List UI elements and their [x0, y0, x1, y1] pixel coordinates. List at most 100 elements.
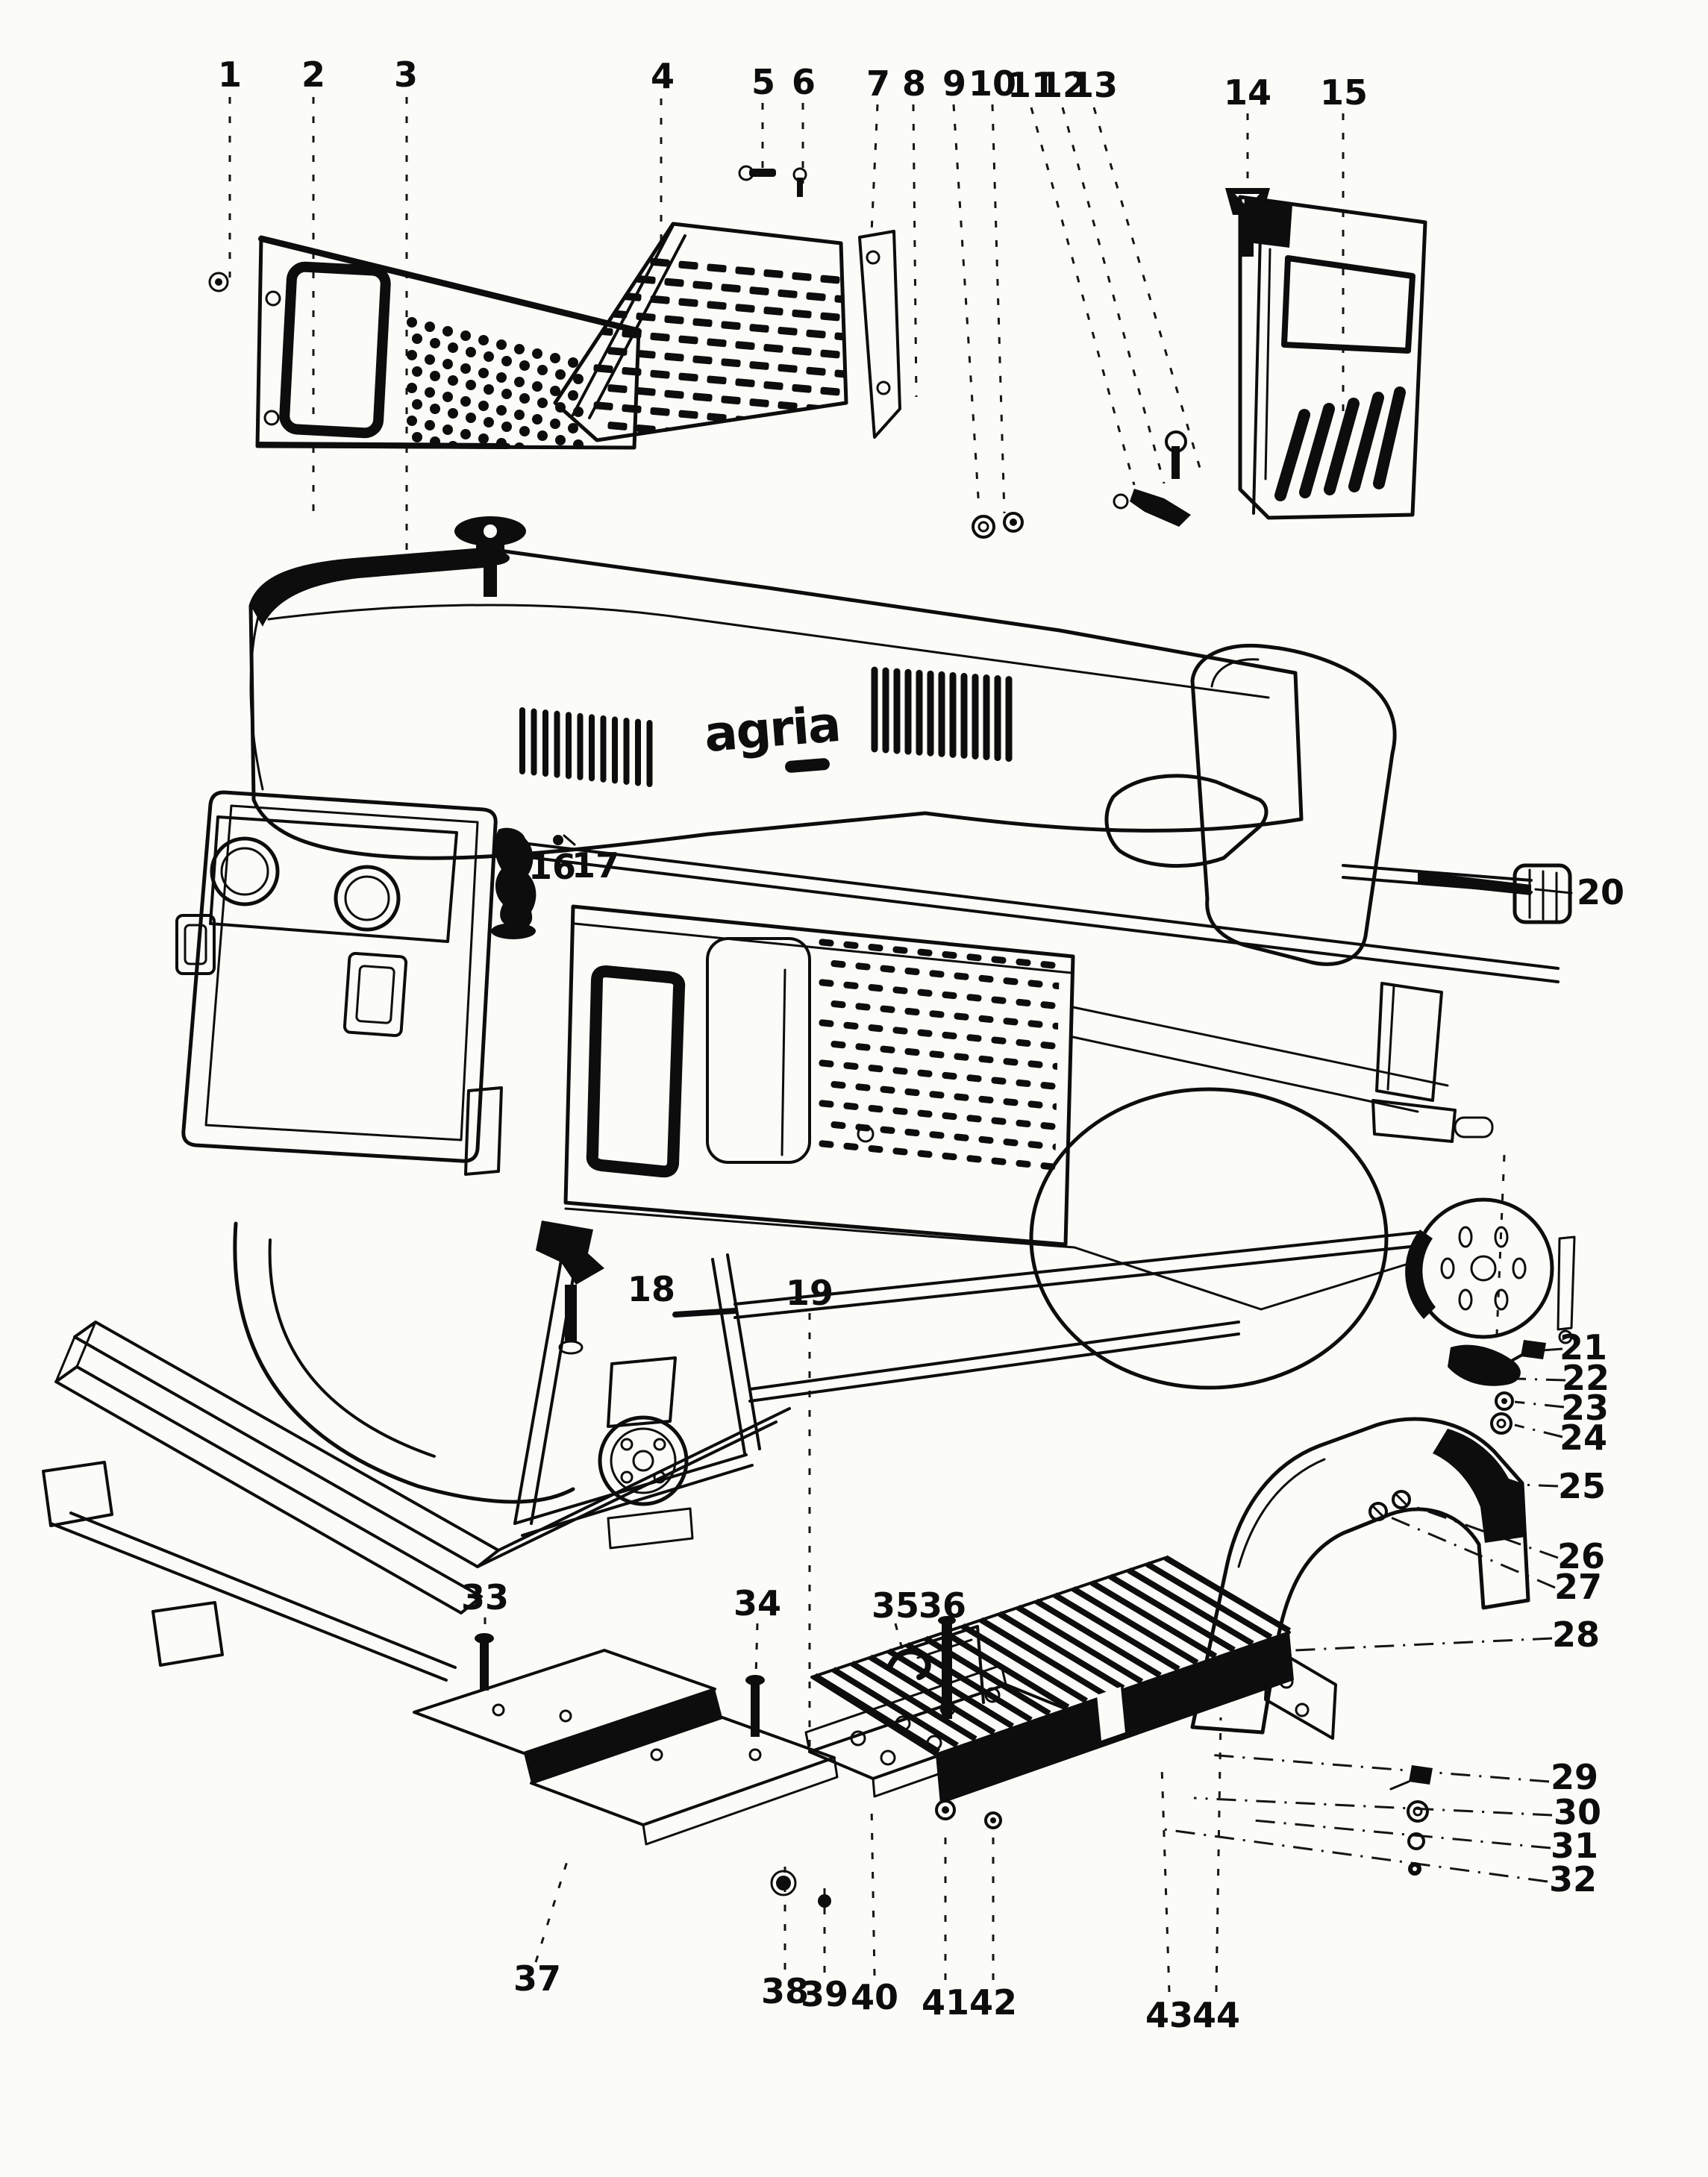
handlebar-grip — [1513, 863, 1572, 924]
headlight-right — [334, 865, 401, 932]
side-panel-15 — [1238, 195, 1427, 520]
callout-41: 41 — [922, 1982, 969, 2023]
bolt-part-29 — [1409, 1765, 1433, 1785]
washer-part-31 — [1407, 1832, 1425, 1850]
bracket-tab — [175, 914, 216, 975]
callout-1: 1 — [218, 54, 242, 95]
callout-13: 13 — [1070, 65, 1118, 105]
washer-part-9 — [972, 515, 995, 539]
callout-39: 39 — [801, 1974, 848, 2014]
screw-part-17 — [553, 835, 563, 845]
callout-7: 7 — [866, 63, 890, 104]
callout-9: 9 — [942, 63, 966, 104]
seat-cushion — [1104, 774, 1269, 868]
seat-post — [1375, 982, 1443, 1102]
screw-part-33 — [475, 1633, 494, 1644]
jockey-wheel — [598, 1415, 689, 1506]
nut-part-23 — [1495, 1391, 1514, 1411]
fitting-part-12 — [1130, 489, 1191, 527]
bolt-part-21 — [1521, 1340, 1546, 1359]
callout-2: 2 — [301, 54, 325, 95]
callout-40: 40 — [851, 1977, 898, 2017]
gear-lever — [491, 827, 576, 939]
callout-15: 15 — [1320, 72, 1368, 113]
callout-38: 38 — [761, 1971, 809, 2011]
callout-35: 35 — [872, 1585, 919, 1626]
nut-part-24 — [1490, 1412, 1513, 1435]
callout-14: 14 — [1224, 72, 1271, 113]
callout-21: 21 — [1560, 1327, 1607, 1368]
callout-8: 8 — [902, 63, 926, 104]
top-cover-panel — [208, 235, 642, 450]
vent-slots — [1274, 386, 1406, 501]
screw-part-34 — [745, 1675, 765, 1685]
panel-bolt — [857, 1125, 875, 1143]
wing-handle-part-18 — [536, 1221, 604, 1285]
bracket-part-22 — [1448, 1344, 1521, 1386]
callout-37: 37 — [513, 1958, 561, 1999]
washer-part-11 — [1113, 493, 1129, 510]
fender-screw-27 — [1368, 1502, 1388, 1521]
washer-part-42 — [984, 1811, 1002, 1829]
callout-12: 12 — [1039, 65, 1086, 105]
engine-side-panel — [563, 904, 1075, 1247]
nut-part-10 — [1003, 512, 1024, 533]
headlight-left — [210, 836, 280, 906]
washer-part-30 — [1407, 1800, 1429, 1823]
callout-31: 31 — [1551, 1826, 1598, 1866]
callout-36: 36 — [919, 1585, 966, 1626]
mesh-panel — [553, 222, 848, 442]
washer-part-41 — [935, 1799, 956, 1820]
pin-part-6 — [797, 178, 803, 197]
callout-5: 5 — [751, 62, 775, 102]
wheel-drum — [1413, 1197, 1554, 1339]
mesh-pattern — [593, 252, 846, 440]
callout-27: 27 — [1554, 1567, 1602, 1607]
tank — [706, 937, 811, 1164]
callout-4: 4 — [651, 56, 675, 96]
rear-fender — [1190, 1417, 1530, 1735]
footboard-z-plate — [413, 1649, 839, 1846]
chassis-rails — [521, 842, 1560, 1311]
panel-grille — [819, 939, 1060, 1174]
callout-32: 32 — [1549, 1859, 1597, 1899]
leader-lines — [228, 97, 1573, 1993]
bottom-hardware — [475, 1616, 1433, 1908]
callout-22: 22 — [1562, 1358, 1610, 1398]
callout-42: 42 — [969, 1982, 1017, 2023]
callout-34: 34 — [733, 1583, 781, 1623]
bolt-part-38 — [776, 1876, 791, 1891]
top-hardware — [738, 165, 1191, 539]
callout-25: 25 — [1558, 1466, 1606, 1506]
hitch-assembly — [513, 1221, 761, 1550]
callout-6: 6 — [792, 62, 816, 102]
callout-20: 20 — [1577, 872, 1624, 912]
callout-23: 23 — [1561, 1388, 1609, 1428]
fender-screw-26 — [1392, 1490, 1411, 1509]
bolt-part-39 — [818, 1894, 831, 1908]
callout-24: 24 — [1560, 1418, 1607, 1458]
callout-26: 26 — [1557, 1536, 1605, 1576]
callout-43: 43 — [1145, 1995, 1193, 2035]
seat-backrest — [1190, 643, 1397, 966]
footboard-ribbed-plate — [810, 1555, 1337, 1804]
hood: agria — [248, 516, 1304, 860]
callout-16: 16 — [528, 847, 576, 887]
callout-44: 44 — [1192, 1995, 1240, 2035]
panel-window — [586, 965, 686, 1178]
hood-louvers-right — [871, 666, 1013, 762]
callout-17: 17 — [572, 845, 619, 886]
rear-wheel-group — [672, 1087, 1576, 1403]
clip-part-35 — [886, 1648, 931, 1680]
callout-11: 11 — [1007, 65, 1055, 105]
front-panel — [175, 790, 503, 1176]
perforation-dots — [407, 317, 584, 448]
seat-group — [1104, 643, 1572, 1143]
brand-logo: agria — [702, 695, 842, 763]
callout-29: 29 — [1551, 1757, 1598, 1797]
callout-30: 30 — [1554, 1792, 1601, 1832]
callout-19: 19 — [786, 1273, 833, 1313]
